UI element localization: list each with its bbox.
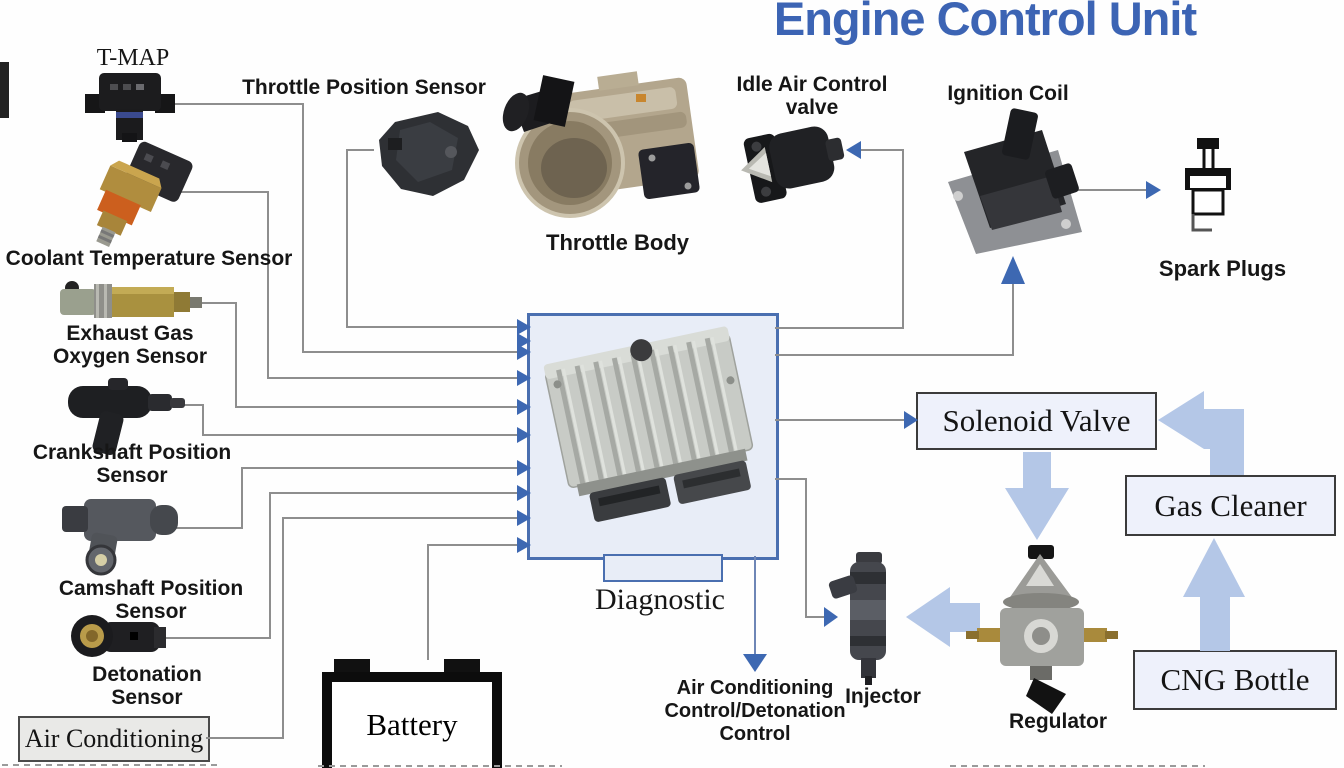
regulator-label: Regulator bbox=[1008, 710, 1107, 733]
spark-plug-icon bbox=[1185, 138, 1231, 232]
throttle-body-label: Throttle Body bbox=[546, 230, 689, 255]
arrowhead-spark bbox=[1146, 181, 1161, 199]
solenoid-valve-box: Solenoid Valve bbox=[916, 392, 1157, 450]
cng-bottle-box: CNG Bottle bbox=[1133, 650, 1337, 710]
camshaft-sensor-icon bbox=[62, 499, 178, 576]
battery-label: Battery bbox=[366, 707, 458, 742]
arrowhead-iac bbox=[846, 141, 861, 159]
line-crank-to-ecu bbox=[184, 404, 518, 436]
tmap-icon bbox=[85, 73, 175, 142]
exhaust-o2-sensor-label: Exhaust Gas Oxygen Sensor bbox=[52, 322, 208, 368]
arrow-solenoid-to-regulator bbox=[1005, 452, 1069, 540]
camshaft-sensor-label: Camshaft Position Sensor bbox=[58, 577, 244, 623]
throttle-position-sensor-label: Throttle Position Sensor bbox=[242, 76, 486, 99]
throttle-position-sensor-icon bbox=[379, 112, 479, 196]
idle-air-control-label: Idle Air Control valve bbox=[736, 73, 888, 119]
page-title: Engine Control Unit bbox=[773, 0, 1197, 45]
line-battery-to-ecu bbox=[427, 544, 518, 660]
arrowhead-injector bbox=[824, 607, 838, 627]
diagnostic-connector-tab bbox=[603, 554, 723, 582]
exhaust-o2-sensor-icon bbox=[60, 281, 202, 318]
arrow-regulator-to-injector bbox=[906, 587, 980, 647]
coolant-temp-sensor-label: Coolant Temperature Sensor bbox=[5, 247, 293, 270]
line-ecu-to-coil bbox=[775, 282, 1014, 356]
gas-cleaner-label: Gas Cleaner bbox=[1154, 487, 1307, 523]
coolant-temp-sensor-icon bbox=[96, 141, 193, 247]
cng-bottle-label: CNG Bottle bbox=[1160, 662, 1310, 697]
arrow-gascleaner-to-solenoid bbox=[1158, 391, 1244, 475]
throttle-body-icon bbox=[502, 71, 700, 218]
line-tps-to-ecu bbox=[346, 149, 518, 328]
line-ecu-to-iac bbox=[775, 149, 904, 329]
spark-plugs-label: Spark Plugs bbox=[1158, 256, 1287, 281]
line-o2-to-ecu bbox=[198, 302, 518, 408]
ecu-box bbox=[527, 313, 779, 560]
solenoid-valve-label: Solenoid Valve bbox=[942, 403, 1131, 438]
injector-label: Injector bbox=[845, 685, 921, 708]
crankshaft-sensor-label: Crankshaft Position Sensor bbox=[32, 441, 232, 487]
air-conditioning-box: Air Conditioning bbox=[18, 716, 210, 762]
line-tmap-to-ecu bbox=[174, 103, 518, 353]
arrowhead-ac-control bbox=[743, 654, 767, 672]
line-ecu-to-injector bbox=[775, 478, 826, 618]
scan-edge-artifact bbox=[0, 62, 9, 118]
ignition-coil-icon bbox=[948, 108, 1082, 254]
air-conditioning-label: Air Conditioning bbox=[24, 724, 204, 753]
tmap-label: T-MAP bbox=[96, 45, 170, 71]
battery-box: Battery bbox=[322, 672, 502, 768]
gas-cleaner-box: Gas Cleaner bbox=[1125, 475, 1336, 536]
detonation-sensor-label: Detonation Sensor bbox=[92, 663, 202, 709]
ac-control-label: Air Conditioning Control/Detonation Cont… bbox=[664, 677, 846, 745]
arrowhead-coil bbox=[1001, 256, 1025, 284]
idle-air-control-valve-icon bbox=[741, 126, 845, 203]
regulator-icon bbox=[966, 545, 1118, 714]
line-coolant-to-ecu bbox=[180, 191, 518, 379]
ignition-coil-label: Ignition Coil bbox=[947, 82, 1069, 105]
diagnostic-label: Diagnostic bbox=[595, 583, 725, 616]
injector-icon bbox=[828, 552, 886, 685]
arrow-cng-to-gascleaner bbox=[1183, 538, 1245, 651]
